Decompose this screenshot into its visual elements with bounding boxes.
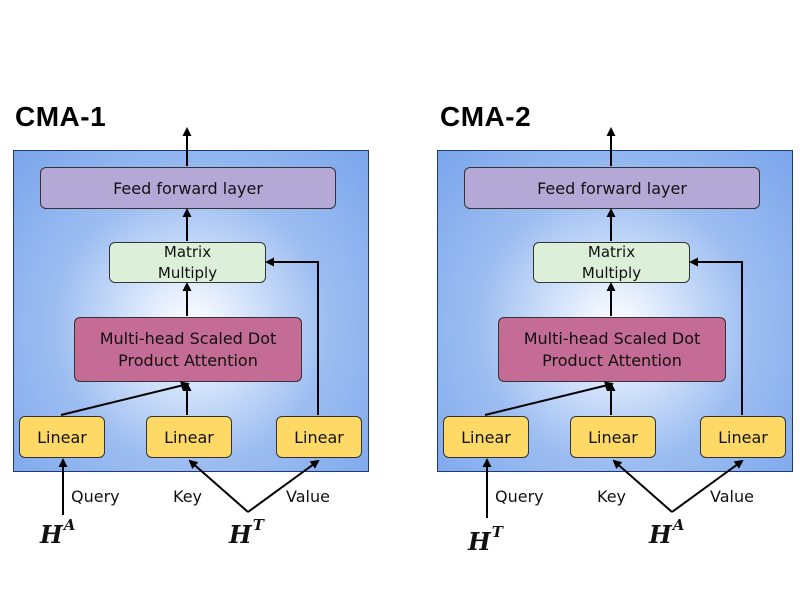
key-input-arrow (188, 459, 249, 513)
cma-2-title: CMA-2 (440, 101, 532, 132)
linear-key: Linear (570, 416, 656, 458)
value-input-arrow (247, 459, 320, 513)
query-source-math: HT (468, 523, 503, 556)
query-label: Query (495, 487, 544, 506)
cma-1-panel: Feed forward layer Matrix Multiply Multi… (13, 150, 369, 472)
attention-line-1: Multi-head Scaled Dot (99, 328, 277, 348)
matrix-multiply-block: Matrix Multiply (533, 242, 690, 283)
keyvalue-source-math: HT (229, 516, 264, 549)
keyvalue-source-math: HA (649, 516, 685, 549)
value-label: Value (286, 487, 330, 506)
linear-query-to-att-arrow (484, 381, 614, 416)
query-label: Query (71, 487, 120, 506)
value-label: Value (710, 487, 754, 506)
matrix-multiply-block: Matrix Multiply (109, 242, 266, 283)
multi-head-attention-block: Multi-head Scaled Dot Product Attention (498, 317, 726, 382)
linear-key: Linear (146, 416, 232, 458)
linear-query: Linear (19, 416, 105, 458)
query-source-math: HA (40, 516, 76, 549)
matrix-multiply-line-2: Multiply (581, 263, 642, 282)
matrix-multiply-line-1: Matrix (163, 242, 212, 261)
matrix-multiply-line-1: Matrix (587, 242, 636, 261)
key-input-arrow (612, 459, 673, 513)
value-input-arrow (671, 459, 744, 513)
value-skip-arrow (689, 257, 743, 415)
cma-1-title: CMA-1 (15, 101, 107, 132)
value-skip-arrow (265, 257, 319, 415)
attention-line-2: Product Attention (118, 350, 258, 370)
matrix-multiply-line-2: Multiply (157, 263, 218, 282)
linear-query: Linear (443, 416, 529, 458)
linear-query-to-att-arrow (60, 381, 190, 416)
linear-value: Linear (700, 416, 786, 458)
key-label: Key (597, 487, 627, 506)
cma-2-panel: Feed forward layer Matrix Multiply Multi… (437, 150, 793, 472)
key-label: Key (173, 487, 203, 506)
attention-line-1: Multi-head Scaled Dot (523, 328, 701, 348)
attention-line-2: Product Attention (542, 350, 682, 370)
multi-head-attention-block: Multi-head Scaled Dot Product Attention (74, 317, 302, 382)
linear-value: Linear (276, 416, 362, 458)
feed-forward-layer: Feed forward layer (464, 167, 760, 209)
